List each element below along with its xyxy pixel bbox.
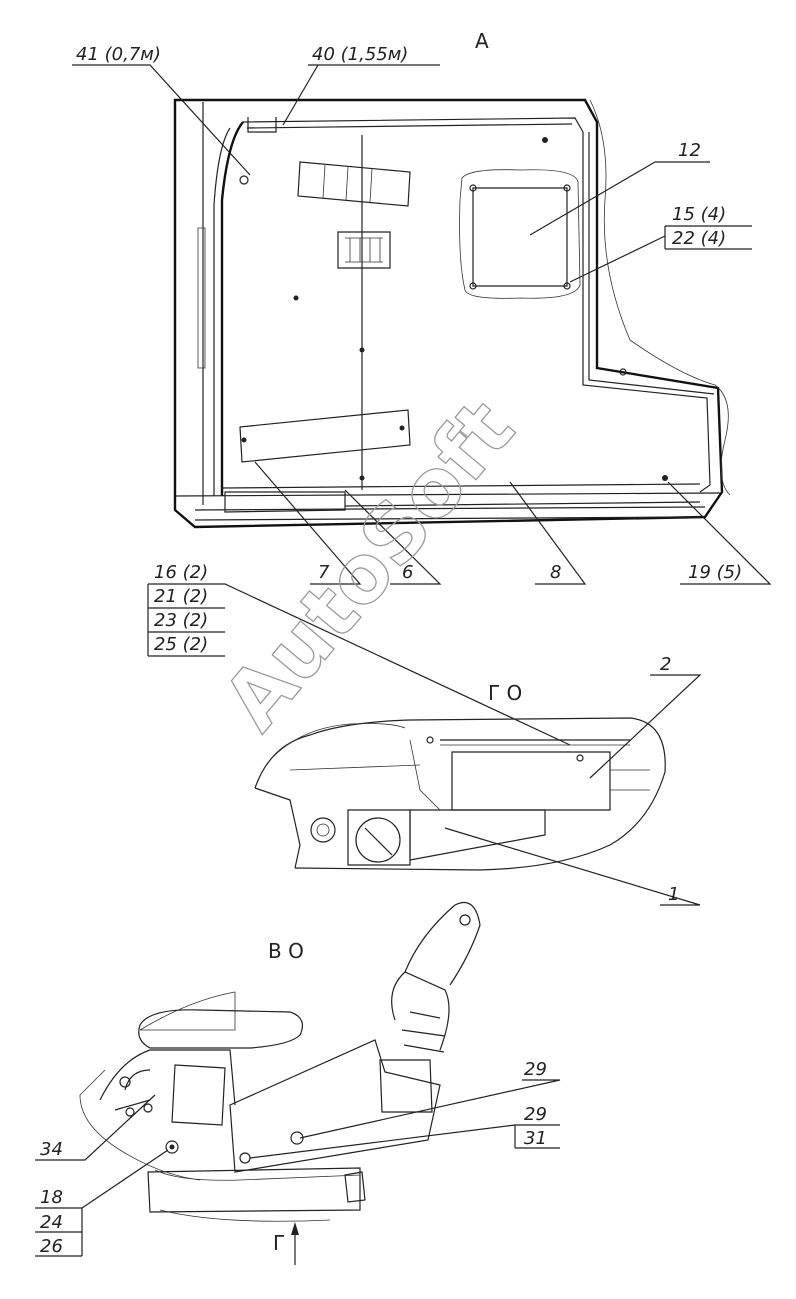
view-a-leaders <box>72 64 772 585</box>
callout-25: 25 (2) <box>154 634 208 655</box>
view-a-panel <box>173 98 731 529</box>
view-g-leaders <box>147 583 702 906</box>
callout-8: 8 <box>550 562 561 583</box>
callout-15: 15 (4) <box>672 204 726 225</box>
callout-41: 41 (0,7м) <box>76 44 161 65</box>
callout-31: 31 <box>524 1128 547 1149</box>
callout-21: 21 (2) <box>154 586 208 607</box>
callout-6: 6 <box>402 562 413 583</box>
callout-2: 2 <box>660 654 671 675</box>
callout-18: 18 <box>40 1187 63 1208</box>
view-v-assembly <box>79 901 481 1222</box>
view-g-assembly <box>254 717 666 871</box>
callout-34: 34 <box>40 1139 63 1160</box>
callout-26: 26 <box>40 1236 63 1257</box>
view-g-arrow-label: Г <box>273 1231 285 1255</box>
callout-16: 16 (2) <box>154 562 208 583</box>
callout-1: 1 <box>668 884 679 905</box>
callout-29-lower: 29 <box>524 1104 547 1125</box>
callout-7: 7 <box>318 562 330 583</box>
view-v-leaders <box>35 1079 561 1265</box>
view-a-label: А <box>475 29 489 53</box>
callout-40: 40 (1,55м) <box>312 44 408 65</box>
callout-24: 24 <box>40 1212 63 1233</box>
callout-12: 12 <box>678 140 701 161</box>
callout-23: 23 (2) <box>154 610 208 631</box>
callout-22: 22 (4) <box>672 228 726 249</box>
callout-19: 19 (5) <box>688 562 742 583</box>
view-go-label: Г О <box>488 681 522 705</box>
callout-29-upper: 29 <box>524 1059 547 1080</box>
view-vo-label: В О <box>268 939 304 963</box>
watermark: AutoSoft <box>205 383 532 747</box>
